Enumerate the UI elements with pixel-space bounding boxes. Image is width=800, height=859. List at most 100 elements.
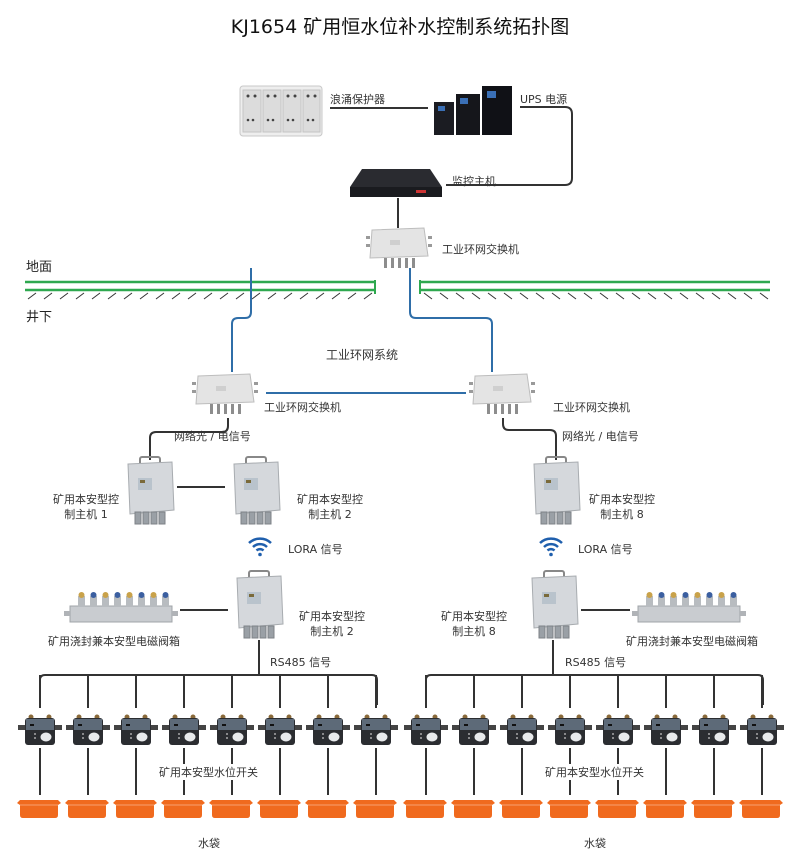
hatch-mark [283, 292, 293, 300]
hatch-mark [695, 292, 705, 300]
water-level-switch-icon [644, 713, 688, 747]
water-level-switch-icon [596, 713, 640, 747]
hatch-mark [551, 292, 561, 300]
hatch-mark [27, 292, 37, 300]
hatch-mark [631, 292, 641, 300]
hatch-mark [711, 292, 721, 300]
hatch-mark [107, 292, 117, 300]
host-8b-label-line1: 矿用本安型控 [441, 610, 507, 623]
hatch-mark [727, 292, 737, 300]
water-level-switch-icon [548, 713, 592, 747]
water-bag-icon [690, 796, 736, 820]
ground-label: 地面 [26, 260, 53, 275]
water-level-switch-icon [258, 713, 302, 747]
rs485-label-left: RS485 信号 [270, 656, 332, 669]
ring-link-right [409, 268, 493, 372]
hatch-mark [171, 292, 181, 300]
lora-label-left: LORA 信号 [288, 543, 343, 556]
host-2b-label-line1: 矿用本安型控 [299, 610, 365, 623]
water-bag-icon [546, 796, 592, 820]
hatch-mark [647, 292, 657, 300]
water-bag-icon [352, 796, 398, 820]
water-bag-label-right: 水袋 [584, 837, 606, 850]
hatch-mark [567, 292, 577, 300]
bus-left [39, 674, 378, 705]
water-bag-icon [594, 796, 640, 820]
valve-box-right-label: 矿用浇封兼本安型电磁阀箱 [626, 635, 758, 648]
ring-link-left [231, 268, 252, 372]
wire-switch-host8 [502, 418, 557, 460]
hatch-mark [663, 292, 673, 300]
hatch-mark [535, 292, 545, 300]
host-1-label-line2: 制主机 1 [64, 508, 108, 521]
host-8-label-line2: 制主机 8 [600, 508, 644, 521]
hatch-mark [123, 292, 133, 300]
hatch-mark [743, 292, 753, 300]
ups-label: UPS 电源 [520, 93, 568, 106]
surface-switch-icon [364, 226, 434, 272]
hatch-mark [455, 292, 465, 300]
ground-line-left [25, 280, 376, 294]
control-host-2b-icon [231, 570, 287, 642]
hatch-mark [439, 292, 449, 300]
hatch-mark [299, 292, 309, 300]
hatch-mark [139, 292, 149, 300]
water-level-switch-icon [452, 713, 496, 747]
hatch-mark [155, 292, 165, 300]
hatch-mark [599, 292, 609, 300]
water-switch-label-right: 矿用本安型水位开关 [543, 764, 646, 780]
water-bag-icon [498, 796, 544, 820]
valve-box-left-label: 矿用浇封兼本安型电磁阀箱 [48, 635, 180, 648]
host-8b-label-line2: 制主机 8 [452, 625, 496, 638]
water-bag-icon [112, 796, 158, 820]
control-host-8-label: 矿用本安型控 制主机 8 [580, 492, 664, 522]
surge-protector-icon [238, 82, 324, 140]
valve-box-right-icon [632, 590, 746, 626]
surface-switch-label: 工业环网交换机 [442, 243, 519, 256]
host-2b-label-line2: 制主机 2 [310, 625, 354, 638]
host-8-label-line1: 矿用本安型控 [589, 493, 655, 506]
hatch-mark [59, 292, 69, 300]
water-bag-icon [64, 796, 110, 820]
water-switch-label-left: 矿用本安型水位开关 [157, 764, 260, 780]
water-bag-icon [16, 796, 62, 820]
host-2-label-line1: 矿用本安型控 [297, 493, 363, 506]
water-level-switch-icon [66, 713, 110, 747]
hatch-mark [219, 292, 229, 300]
bus-right [425, 674, 764, 705]
ring-network-label: 工业环网系统 [326, 348, 399, 362]
ground-hatch-right [423, 292, 769, 300]
control-host-8b-icon [526, 570, 582, 642]
hatch-mark [43, 292, 53, 300]
underground-label: 井下 [26, 310, 53, 325]
water-bag-icon [256, 796, 302, 820]
hatch-mark [235, 292, 245, 300]
water-level-switch-icon [692, 713, 736, 747]
wifi-icon [538, 535, 564, 557]
monitor-host-icon [348, 167, 444, 201]
valve-box-left-icon [64, 590, 178, 626]
water-bag-icon [642, 796, 688, 820]
hatch-mark [251, 292, 261, 300]
wifi-icon [247, 535, 273, 557]
water-level-switch-icon [306, 713, 350, 747]
water-bag-icon [402, 796, 448, 820]
hatch-mark [315, 292, 325, 300]
hatch-mark [503, 292, 513, 300]
water-level-switch-icon [210, 713, 254, 747]
wire-ups-host [446, 106, 573, 186]
water-level-switch-icon [500, 713, 544, 747]
water-bag-icon [208, 796, 254, 820]
water-bag-icon [160, 796, 206, 820]
ring-switch-left-icon [190, 372, 260, 418]
hatch-mark [75, 292, 85, 300]
water-level-switch-icon [114, 713, 158, 747]
water-level-switch-icon [162, 713, 206, 747]
ring-switch-left-label: 工业环网交换机 [264, 401, 341, 414]
hatch-mark [423, 292, 433, 300]
ground-hatch-left [27, 292, 373, 300]
water-bag-label-left: 水袋 [198, 837, 220, 850]
hatch-mark [363, 292, 373, 300]
water-level-switch-icon [18, 713, 62, 747]
bus-drops [39, 675, 763, 795]
